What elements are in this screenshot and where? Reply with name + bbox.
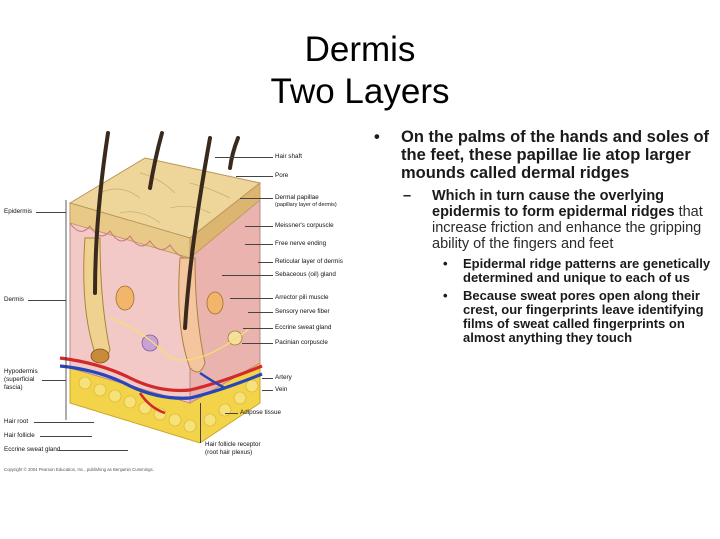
label-adipose-tissue: Adipose tissue [240,409,281,416]
leader-line [240,198,273,199]
bullet-marker: • [374,128,380,146]
bullet-marker: • [443,256,448,271]
bullet-level3: • Epidermal ridge patterns are genetical… [368,257,713,285]
leader-line [258,262,273,263]
leader-line [245,226,273,227]
leader-line [40,436,92,437]
label-hair-follicle: Hair follicle [4,432,35,439]
bullet-text: On the palms of the hands and soles of t… [401,128,710,182]
leader-line [58,450,128,451]
label-hypodermis: Hypodermis [4,368,38,375]
label-arrector-pili: Arrector pili muscle [275,294,329,301]
label-vein: Vein [275,386,288,393]
leader-line [200,403,201,443]
label-hair-follicle-receptor: Hair follicle receptor [205,441,261,448]
bullet-text: Epidermal ridge patterns are genetically… [463,256,711,285]
label-hair-root: Hair root [4,418,29,425]
label-sebaceous-gland: Sebaceous (oil) gland [275,271,336,278]
leader-line [28,300,66,301]
bullet-level1: • On the palms of the hands and soles of… [368,128,713,182]
label-artery: Artery [275,374,292,381]
label-hair-follicle-receptor-sub: (root hair plexus) [205,449,253,456]
copyright-text: Copyright © 2004 Pearson Education, Inc.… [4,467,154,472]
leader-line [245,244,273,245]
leader-line [225,413,238,414]
bullet-marker: – [403,188,412,204]
label-pacinian-corpuscle: Pacinian corpuscle [275,339,328,346]
leader-line [36,212,66,213]
label-dermis: Dermis [4,296,24,303]
label-free-nerve-ending: Free nerve ending [275,240,327,247]
bullet-text: Because sweat pores open along their cre… [463,288,704,345]
label-epidermis: Epidermis [4,208,32,215]
bullet-level3: • Because sweat pores open along their c… [368,289,713,345]
slide-title-line1: Dermis [304,30,416,69]
leader-line [230,298,273,299]
label-hair-shaft: Hair shaft [275,153,302,160]
leader-line [248,312,273,313]
label-eccrine-sweat-gland-left: Eccrine sweat gland [4,446,61,453]
leader-line [262,390,273,391]
label-reticular-layer: Reticular layer of dermis [275,258,343,265]
leader-line [215,157,273,158]
label-hypodermis-sub2: fascia) [4,384,23,391]
bullet-level2: – Which in turn cause the overlying epid… [368,188,713,252]
slide-title-line2: Two Layers [270,72,450,111]
leader-line [34,422,94,423]
label-dermal-papillae: Dermal papillae [275,194,319,201]
skin-diagram: Epidermis Dermis Hypodermis (superficial… [0,128,360,478]
label-eccrine-sweat-gland-right: Eccrine sweat gland [275,324,332,331]
label-dermal-papillae-sub: (papillary layer of dermis) [275,202,337,208]
bullet-text-bold: Which in turn cause the overlying epider… [432,188,675,220]
leader-line [243,328,273,329]
leader-line [236,176,273,177]
leader-line [222,275,273,276]
bullet-list: • On the palms of the hands and soles of… [368,128,713,345]
leader-line [42,380,66,381]
label-meissners-corpuscle: Meissner's corpuscle [275,222,334,229]
leader-line [262,378,273,379]
bullet-marker: • [443,288,448,303]
bullet-text-normal: that increase friction and enhance the g… [432,204,703,252]
label-hypodermis-sub1: (superficial [4,376,35,383]
label-pore: Pore [275,172,289,179]
label-sensory-nerve: Sensory nerve fiber [275,308,330,315]
skin-cross-section-illustration [59,131,263,444]
leader-line [242,343,273,344]
